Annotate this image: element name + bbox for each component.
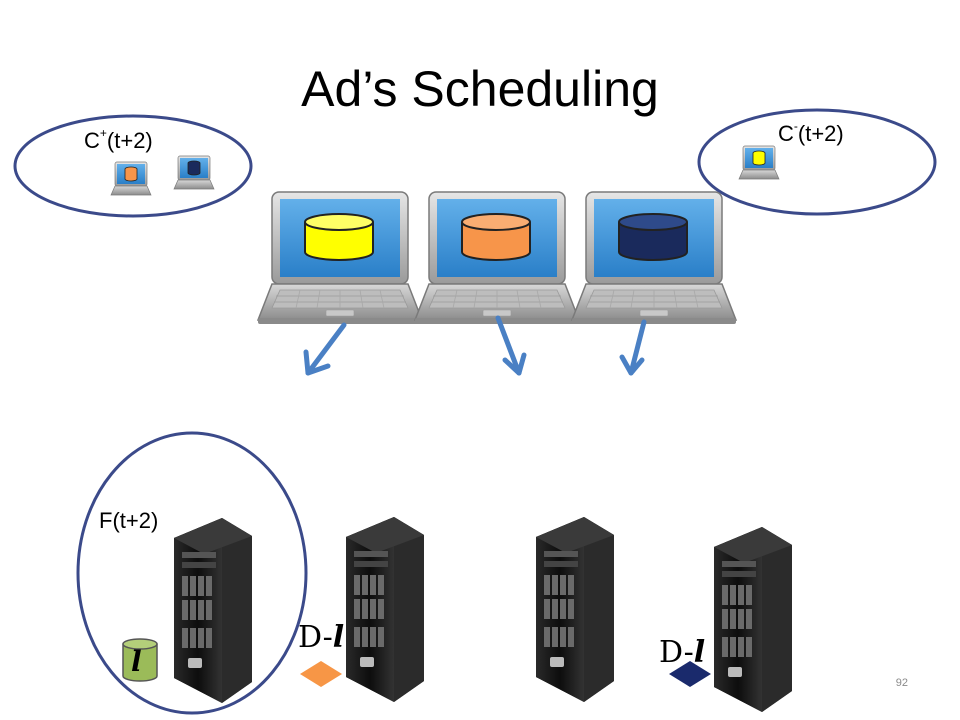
laptop-orange <box>414 191 580 325</box>
mini-laptop-yellow <box>738 145 780 180</box>
c-plus-label: C+(t+2) <box>84 126 153 154</box>
c-plus-suffix: (t+2) <box>106 128 153 153</box>
database-icon-yellow <box>304 213 374 261</box>
arrow-down-left <box>303 322 347 376</box>
server-4 <box>714 527 792 712</box>
slide-title: Ad’s Scheduling <box>301 61 659 117</box>
mini-laptop-orange <box>110 161 152 196</box>
database-icon-navy <box>618 213 688 261</box>
f-group-ellipse <box>76 431 308 715</box>
c-minus-suffix: (t+2) <box>797 121 844 146</box>
c-plus-group-ellipse <box>13 114 253 218</box>
mini-database-icon-orange <box>124 166 138 182</box>
replica-label-1: D-l <box>298 620 345 655</box>
diamond-orange <box>300 661 342 687</box>
server-1 <box>174 518 252 703</box>
laptop-navy <box>571 191 737 325</box>
local-item-cylinder <box>122 638 158 682</box>
mini-database-icon-yellow <box>752 150 766 166</box>
mini-laptop-navy <box>173 155 215 190</box>
database-icon-orange <box>461 213 531 261</box>
c-minus-sup: - <box>793 119 798 133</box>
arrow-down-middle <box>495 315 527 376</box>
c-minus-group-ellipse <box>697 108 937 216</box>
c-minus-label: C-(t+2) <box>778 119 844 147</box>
f-label: F(t+2) <box>99 508 159 533</box>
server-2 <box>346 517 424 702</box>
c-plus-sup: + <box>99 126 107 140</box>
replica-label-2: D-l <box>659 635 706 670</box>
arrow-down-right <box>619 319 647 376</box>
laptop-yellow <box>257 191 423 325</box>
local-item-label: l <box>131 645 142 678</box>
c-minus-prefix: C <box>778 121 794 146</box>
c-plus-prefix: C <box>84 128 100 153</box>
diamond-navy <box>669 661 711 687</box>
page-number: 92 <box>895 677 908 689</box>
server-3 <box>536 517 614 702</box>
mini-database-icon-navy <box>187 160 201 176</box>
